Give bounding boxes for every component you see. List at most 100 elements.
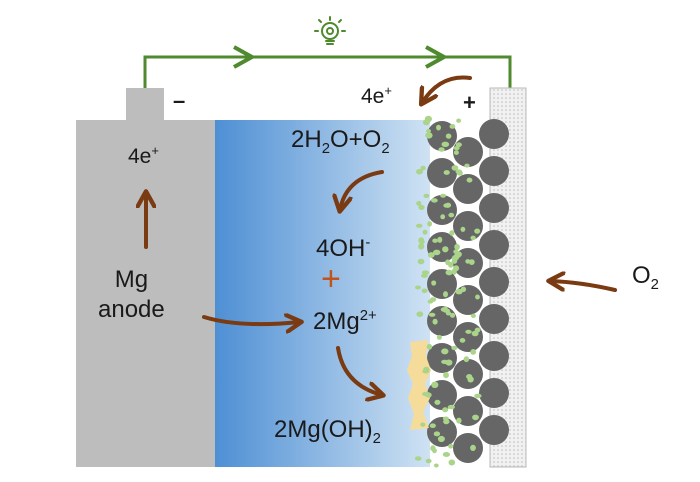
carbon-particle (479, 119, 509, 149)
catalyst-dot (417, 258, 425, 265)
catalyst-dot (440, 193, 446, 198)
catalyst-dot (460, 226, 466, 232)
carbon-particle (453, 174, 483, 204)
catalyst-dot (460, 286, 467, 293)
catalyst-dot (464, 163, 470, 168)
catalyst-dot (423, 193, 430, 198)
catalyst-dot (465, 329, 472, 334)
catalyst-dot (459, 338, 466, 343)
catalyst-dot (425, 392, 432, 398)
electrons-cathode-label: 4e+ (361, 83, 392, 108)
catalyst-dot (472, 414, 479, 421)
catalyst-dot (441, 141, 450, 147)
carbon-particle (427, 121, 457, 151)
catalyst-dot (433, 249, 441, 256)
external-circuit-wire (143, 55, 512, 88)
catalyst-dot (449, 312, 456, 318)
carbon-particle (453, 433, 483, 463)
anode-label: Mg anode (98, 266, 165, 323)
catalyst-dot (470, 444, 476, 451)
catalyst-dot (426, 129, 431, 133)
catalyst-dot (448, 261, 454, 268)
product-label: 2Mg(OH)2 (274, 416, 381, 447)
catalyst-dot (470, 313, 476, 318)
catalyst-dot (441, 348, 449, 355)
catalyst-dot (431, 280, 437, 286)
catalyst-dot (427, 252, 435, 258)
catalyst-dot (416, 311, 424, 318)
reactants-label: 2H2O+O2 (291, 126, 390, 157)
catalyst-dot (443, 306, 448, 313)
catalyst-dot (441, 359, 449, 364)
carbon-particle (427, 269, 457, 299)
catalyst-dot (420, 422, 426, 427)
electrolyte (215, 120, 430, 467)
catalyst-dot (418, 237, 425, 244)
catalyst-dot (428, 312, 436, 317)
reaction-plus-sign: + (321, 260, 341, 298)
catalyst-dot (453, 150, 459, 156)
lightbulb-icon (314, 16, 346, 45)
catalyst-dot (470, 235, 476, 241)
catalyst-dot (429, 297, 437, 302)
catalyst-dot (420, 165, 426, 171)
catalyst-dot (416, 201, 422, 206)
carbon-particle (479, 415, 509, 445)
catalyst-dot (432, 318, 438, 325)
electron-arrow-cathode (422, 75, 472, 103)
cathode-terminal-plus: + (463, 90, 476, 115)
hydroxide-label: 4OH- (316, 235, 371, 262)
catalyst-dot (448, 459, 456, 466)
catalyst-dot (474, 327, 481, 333)
catalyst-dot (443, 291, 448, 298)
electrons-anode-label: 4e+ (128, 143, 159, 168)
catalyst-dot (467, 376, 474, 383)
precipitation-arrow (336, 346, 382, 395)
catalyst-dot (430, 445, 436, 452)
catalyst-dot (449, 230, 455, 236)
catalyst-dot (466, 177, 473, 183)
catalyst-dot (440, 214, 446, 220)
catalyst-dot (418, 243, 425, 250)
catalyst-dot (421, 270, 430, 275)
carbon-particle (453, 322, 483, 352)
catalyst-dot (443, 372, 449, 379)
catalyst-dot (447, 404, 455, 410)
catalyst-dot (436, 334, 442, 340)
catalyst-dot (437, 236, 443, 243)
catalyst-dot (448, 443, 454, 449)
catalyst-dot (475, 294, 480, 300)
catalyst-dot (443, 170, 450, 175)
catalyst-dot (427, 221, 432, 227)
catalyst-dot (474, 228, 481, 234)
catalyst-dot (425, 132, 433, 139)
reduction-arrow (340, 170, 384, 210)
carbon-particle (453, 359, 483, 389)
mg-anode-block (76, 120, 215, 467)
catalyst-dot (453, 249, 459, 254)
catalyst-dot (414, 456, 422, 461)
carbon-particle (427, 417, 457, 447)
catalyst-dot (468, 259, 475, 265)
catalyst-dot (456, 417, 462, 424)
catalyst-dot (453, 146, 460, 151)
catalyst-dot (449, 124, 456, 129)
catalyst-dot (474, 393, 482, 399)
catalyst-dot (455, 169, 463, 174)
catalyst-dot (431, 198, 438, 203)
carbon-particle (479, 341, 509, 371)
catalyst-dot (420, 273, 428, 278)
mg-oh2-precipitate (407, 340, 431, 430)
catalyst-dot (442, 246, 449, 253)
carbon-particle (427, 158, 457, 188)
catalyst-dot (437, 435, 445, 443)
catalyst-dot (451, 345, 458, 351)
catalyst-dot (445, 133, 452, 139)
carbon-particle (453, 211, 483, 241)
catalyst-dot (415, 285, 421, 290)
carbon-particle (479, 193, 509, 223)
catalyst-dot (421, 288, 428, 294)
catalyst-dot (456, 118, 461, 123)
catalyst-dot (443, 203, 451, 208)
